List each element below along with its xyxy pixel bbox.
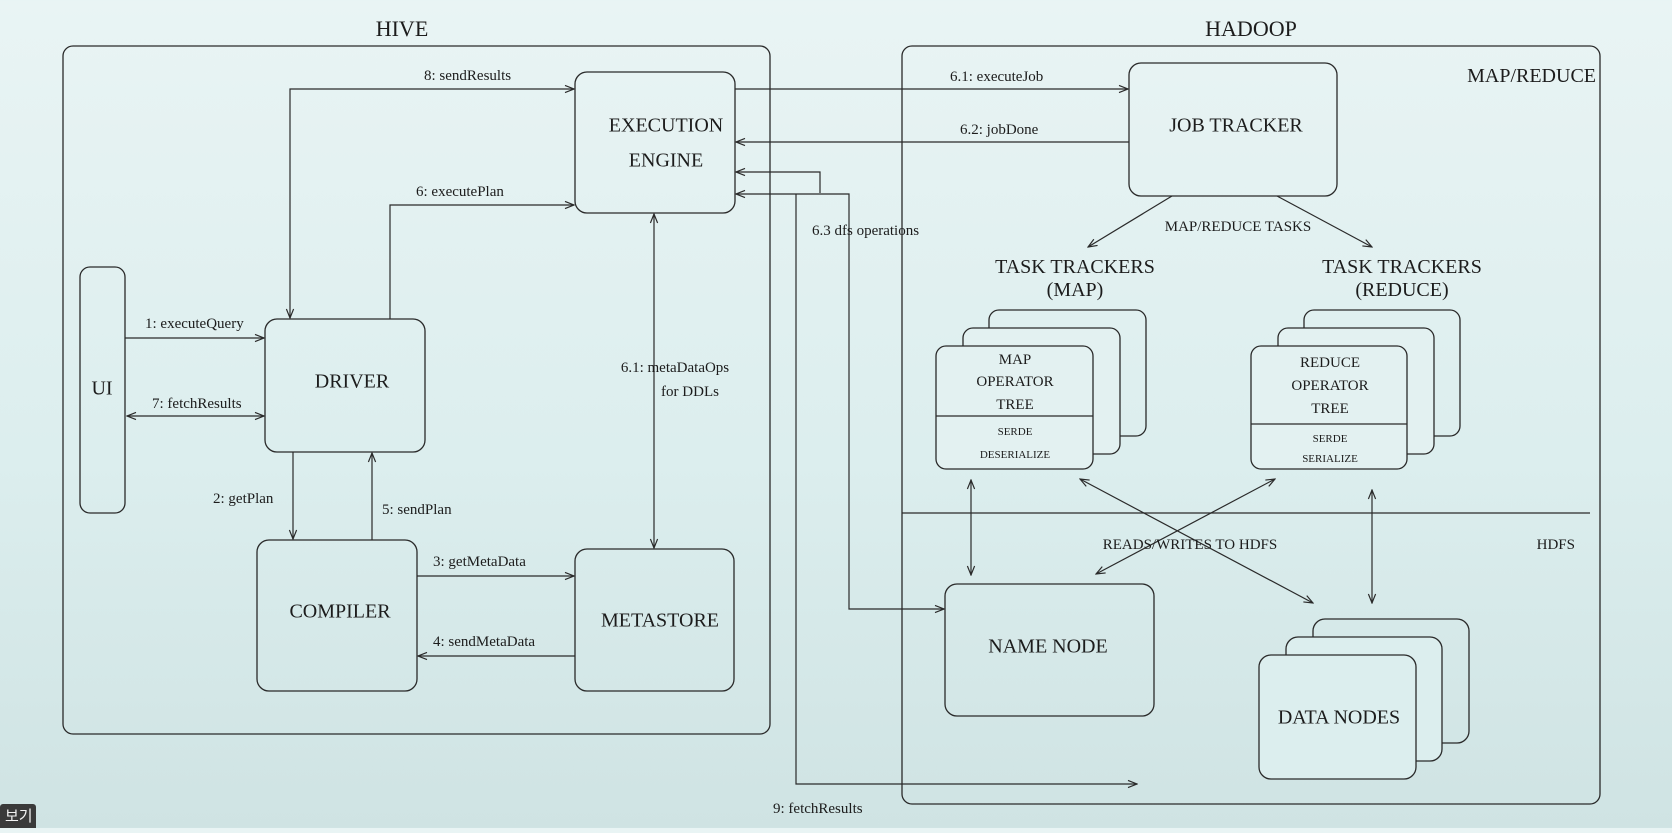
task-trackers-reduce-title-line1: TASK TRACKERS (1322, 256, 1482, 278)
edge-map-reduce-tasks: MAP/REDUCE TASKS (1088, 195, 1372, 247)
edge-execute-plan: 6: executePlan (389, 184, 574, 319)
execute-plan-label: 6: executePlan (416, 184, 504, 200)
driver-box: DRIVER (264, 318, 426, 453)
edge-get-plan: 2: getPlan (213, 452, 293, 539)
fetch-results-ui-label: 7: fetchResults (152, 396, 242, 412)
execute-job-label: 6.1: executeJob (950, 69, 1043, 85)
hdfs-region-label: HDFS (1537, 537, 1575, 553)
map-serde-label: SERDE (998, 426, 1033, 438)
compiler-box: COMPILER (256, 539, 418, 692)
map-operator-tree-line3: TREE (996, 397, 1034, 413)
compiler-label: COMPILER (289, 601, 391, 623)
metastore-label: METASTORE (601, 610, 719, 632)
edge-send-meta-data: 4: sendMetaData (418, 634, 575, 656)
get-meta-data-label: 3: getMetaData (433, 554, 526, 570)
map-deserialize-label: DESERIALIZE (980, 449, 1051, 461)
data-nodes-label: DATA NODES (1278, 707, 1400, 729)
task-trackers-map-title-line2: (MAP) (1047, 279, 1104, 301)
ui-label: UI (91, 378, 112, 400)
fetch-results-final-label: 9: fetchResults (773, 801, 863, 817)
reduce-operator-tree-line3: TREE (1311, 401, 1349, 417)
reduce-serde-label: SERDE (1313, 433, 1348, 445)
overlay-chip[interactable]: 보기 (0, 804, 36, 828)
send-meta-data-label: 4: sendMetaData (433, 634, 535, 650)
name-node-label: NAME NODE (988, 636, 1107, 658)
job-done-label: 6.2: jobDone (960, 122, 1039, 138)
edge-fetch-results-ui: 7: fetchResults (127, 396, 264, 416)
send-results-label: 8: sendResults (424, 68, 511, 84)
execution-engine-box: EXECUTION ENGINE (574, 71, 736, 214)
get-plan-label: 2: getPlan (213, 491, 274, 507)
reduce-operator-tree-line2: OPERATOR (1291, 378, 1368, 394)
reads-writes-hdfs-label: READS/WRITES TO HDFS (1103, 537, 1277, 553)
reduce-serialize-label: SERIALIZE (1302, 453, 1358, 465)
execute-query-label: 1: executeQuery (145, 316, 244, 332)
dfs-operations-label: 6.3 dfs operations (812, 223, 919, 239)
map-operator-tree-line1: MAP (999, 352, 1032, 368)
edge-send-plan: 5: sendPlan (372, 453, 452, 540)
edge-reads-writes-hdfs: READS/WRITES TO HDFS (1080, 479, 1313, 603)
ui-box: UI (79, 266, 126, 514)
hive-section-title: HIVE (376, 16, 429, 41)
execution-engine-label-line2: ENGINE (629, 150, 703, 172)
edge-execute-job: 6.1: executeJob (735, 69, 1128, 89)
execution-engine-label-line1: EXECUTION (609, 115, 723, 137)
hadoop-section-title: HADOOP (1205, 16, 1297, 41)
edge-job-done: 6.2: jobDone (736, 122, 1129, 142)
job-tracker-box: JOB TRACKER (1128, 62, 1338, 197)
edge-get-meta-data: 3: getMetaData (417, 554, 574, 576)
metastore-box: METASTORE (574, 548, 735, 692)
meta-data-ops-label-line2: for DDLs (661, 384, 719, 400)
map-operator-tree-line2: OPERATOR (976, 374, 1053, 390)
send-plan-label: 5: sendPlan (382, 502, 452, 518)
driver-label: DRIVER (315, 371, 390, 393)
task-trackers-reduce-title-line2: (REDUCE) (1355, 279, 1448, 301)
edge-execute-query: 1: executeQuery (125, 316, 264, 338)
meta-data-ops-label-line1: 6.1: metaDataOps (621, 360, 729, 376)
edge-send-results: 8: sendResults (290, 68, 574, 318)
map-reduce-tasks-label: MAP/REDUCE TASKS (1165, 219, 1311, 235)
reduce-task-tracker-stack: REDUCE OPERATOR TREE SERDE SERIALIZE (1250, 309, 1461, 470)
name-node-box: NAME NODE (944, 583, 1155, 717)
reduce-operator-tree-line1: REDUCE (1300, 355, 1360, 371)
edge-fetch-results-final: 9: fetchResults (773, 194, 1137, 817)
data-nodes-stack: DATA NODES (1258, 618, 1470, 780)
edge-meta-data-ops: 6.1: metaDataOps for DDLs (621, 214, 729, 548)
job-tracker-label: JOB TRACKER (1169, 115, 1303, 137)
edge-dfs-operations: 6.3 dfs operations (736, 172, 944, 609)
task-trackers-map-title-line1: TASK TRACKERS (995, 256, 1155, 278)
map-reduce-region-label: MAP/REDUCE (1467, 65, 1596, 87)
map-task-tracker-stack: MAP OPERATOR TREE SERDE DESERIALIZE (935, 309, 1147, 470)
